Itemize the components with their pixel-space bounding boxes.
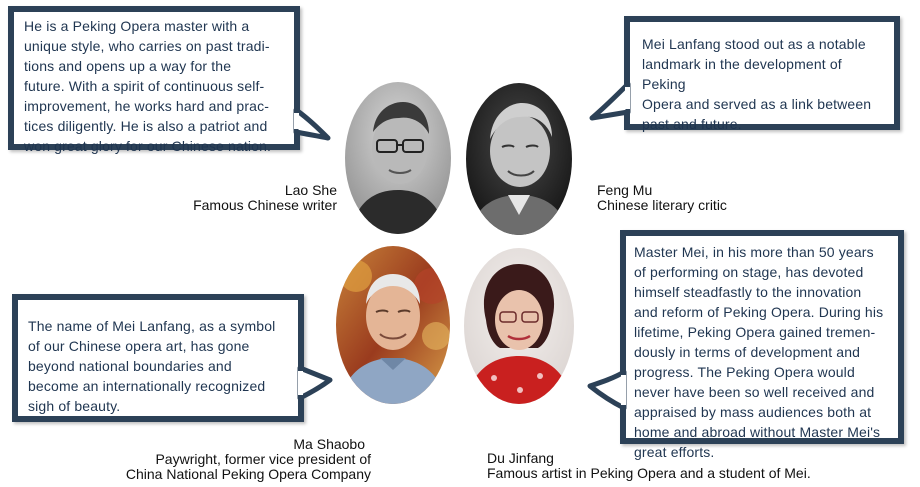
quote-text-feng-mu: Mei Lanfang stood out as a notable landm… [642, 36, 872, 132]
person-title-ma-shaobo-line1: Paywright, former vice president of [155, 451, 371, 467]
person-title-du-jinfang: Famous artist in Peking Opera and a stud… [487, 465, 811, 481]
quote-text-lao-she: He is a Peking Opera master with a uniqu… [24, 18, 272, 154]
quote-text-du-jinfang: Master Mei, in his more than 50 years of… [634, 244, 884, 460]
person-title-feng-mu: Chinese literary critic [597, 197, 727, 213]
bubble-tail-du-jinfang [587, 369, 627, 411]
bubble-tail-lao-she [293, 107, 331, 141]
bubble-tail-ma-shaobo [297, 365, 333, 401]
caption-du-jinfang: Du Jinfang Famous artist in Peking Opera… [487, 451, 811, 481]
person-title-ma-shaobo-line2: China National Peking Opera Company [125, 466, 371, 482]
person-name-lao-she: Lao She [284, 182, 337, 198]
quote-bubble-feng-mu: Mei Lanfang stood out as a notable landm… [624, 16, 900, 132]
portrait-feng-mu [466, 83, 572, 235]
caption-feng-mu: Feng Mu Chinese literary critic [597, 183, 727, 213]
quote-bubble-lao-she: He is a Peking Opera master with a uniqu… [8, 6, 300, 154]
caption-lao-she: Lao She Famous Chinese writer [150, 183, 337, 213]
caption-ma-shaobo: Ma Shaobo Paywright, former vice preside… [80, 437, 371, 482]
portrait-ma-shaobo [336, 246, 450, 404]
quote-bubble-ma-shaobo: The name of Mei Lanfang, as a symbol of … [12, 294, 304, 422]
quote-text-ma-shaobo: The name of Mei Lanfang, as a symbol of … [28, 318, 276, 414]
portrait-lao-she [345, 82, 451, 234]
person-name-ma-shaobo: Ma Shaobo [293, 436, 365, 452]
person-name-feng-mu: Feng Mu [597, 182, 653, 198]
quote-bubble-du-jinfang: Master Mei, in his more than 50 years of… [620, 230, 904, 460]
person-name-du-jinfang: Du Jinfang [487, 450, 554, 466]
person-title-lao-she: Famous Chinese writer [193, 197, 337, 213]
portrait-du-jinfang [464, 248, 574, 404]
bubble-tail-feng-mu [589, 81, 631, 121]
